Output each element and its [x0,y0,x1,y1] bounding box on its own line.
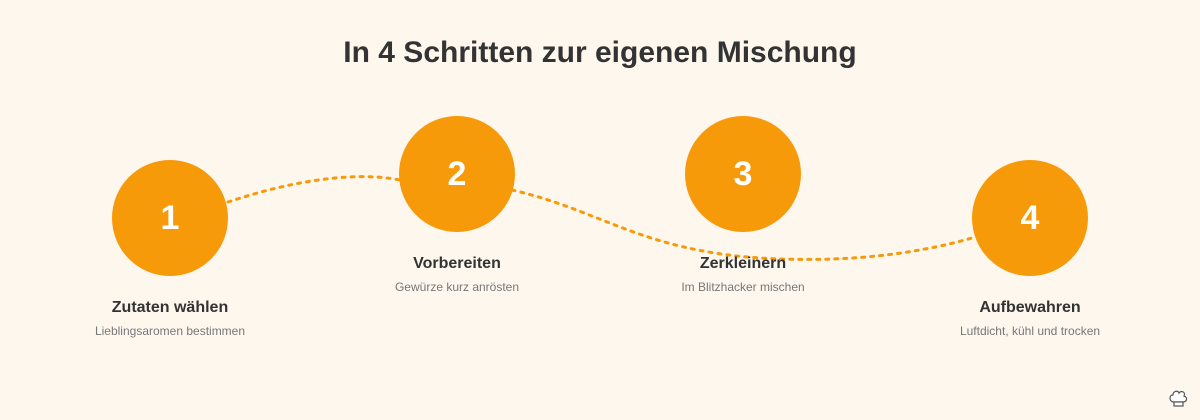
step-2-description: Gewürze kurz anrösten [394,280,520,294]
step-3-circle: 3 [685,116,801,232]
step-3-description: Im Blitzhacker mischen [681,280,805,294]
step-3-label: Zerkleinern [699,255,787,272]
step-1-number: 1 [160,198,180,237]
step-4-circle: 4 [972,160,1088,276]
step-1-circle: 1 [112,160,228,276]
step-2-label: Vorbereiten [413,255,501,272]
chef-hat-icon [1169,390,1188,407]
step-4-number: 4 [1020,198,1040,237]
step-2-circle: 2 [399,116,515,232]
step-1-label: Zutaten wählen [111,299,229,316]
step-4-description: Luftdicht, kühl und trocken [959,324,1101,338]
step-4-label: Aufbewahren [979,299,1081,316]
diagram-title: In 4 Schritten zur eigenen Mischung [343,36,857,69]
step-2-number: 2 [447,154,467,193]
step-3-number: 3 [733,154,753,193]
step-1-description: Lieblingsaromen bestimmen [94,324,246,338]
